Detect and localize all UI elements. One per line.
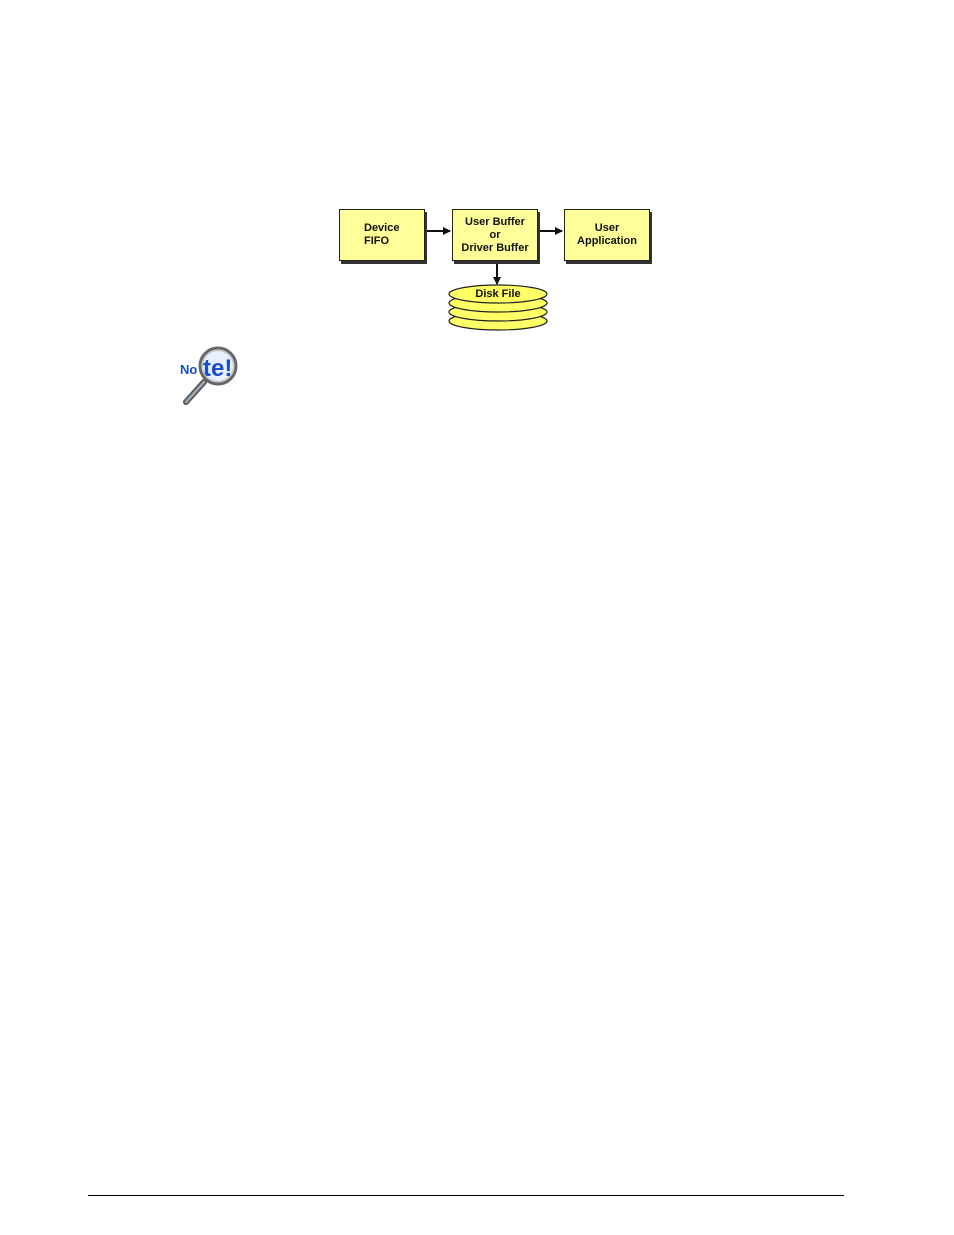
app-line1: User [594, 222, 620, 234]
diagram-connectors [425, 227, 563, 331]
device-fifo-line2: FIFO [364, 235, 390, 247]
buffer-line2: or [489, 228, 501, 241]
user-buffer-box: User Buffer or Driver Buffer [452, 209, 538, 261]
app-line2: Application [577, 235, 637, 247]
device-fifo-box: Device FIFO [339, 209, 425, 261]
footer-divider [88, 1195, 844, 1196]
user-application-box: User Application [564, 209, 650, 261]
device-fifo-line1: Device [364, 222, 400, 234]
note-magnifier-icon: No te! [180, 346, 238, 405]
note-icon-main: te! [203, 355, 232, 382]
data-flow-diagram: Device FIFO User Buffer or Driver Buffer… [330, 200, 660, 340]
note-icon-prefix: No [180, 362, 197, 377]
buffer-line1: User Buffer [465, 215, 525, 228]
disk-file-label: Disk File [475, 288, 521, 300]
disk-file-stack [448, 284, 548, 331]
buffer-line3: Driver Buffer [461, 241, 529, 254]
